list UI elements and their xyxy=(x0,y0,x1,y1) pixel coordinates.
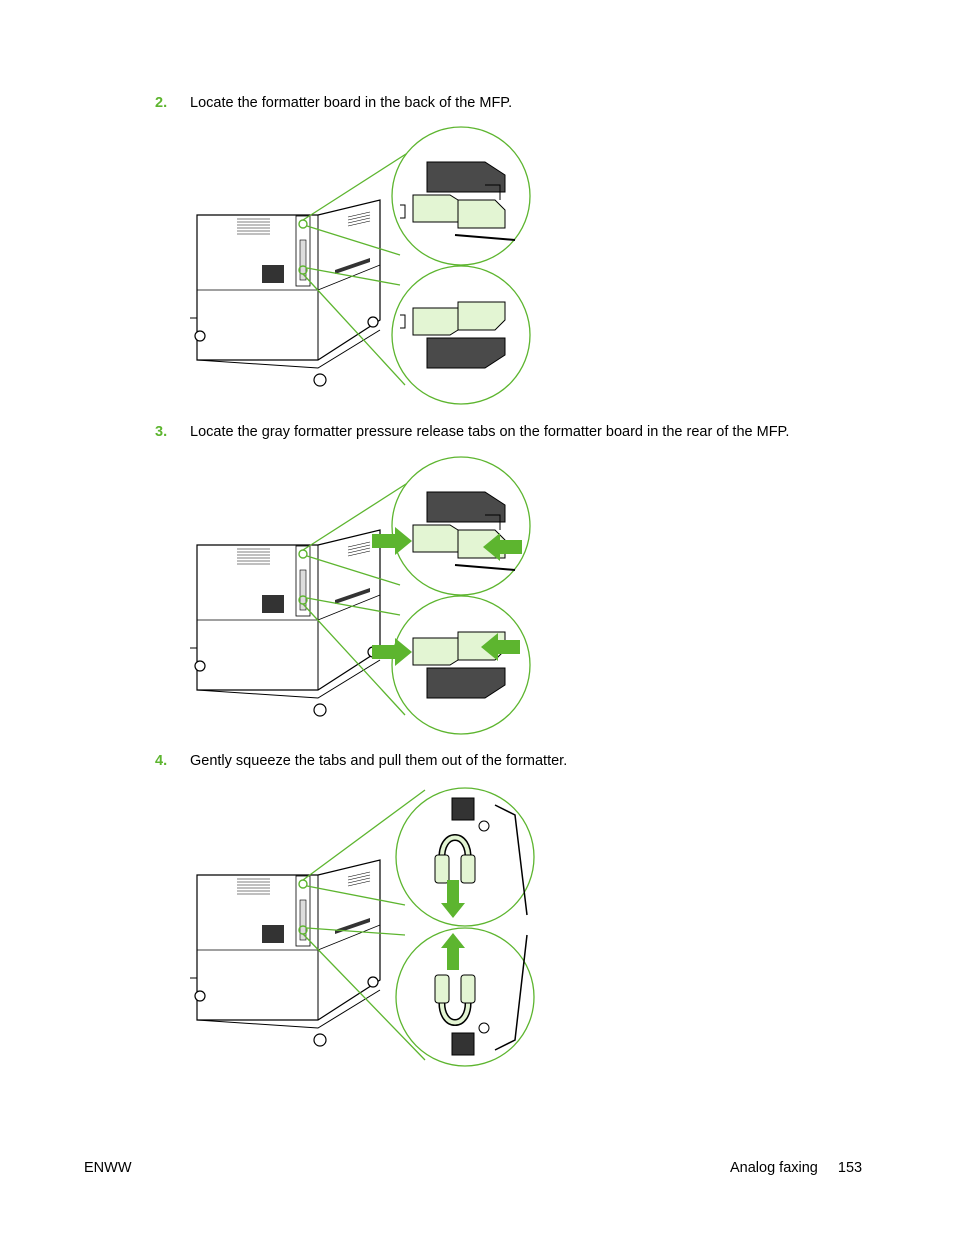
step-text: Locate the formatter board in the back o… xyxy=(190,95,513,111)
arrow-right-icon xyxy=(372,527,412,555)
arrow-down-icon xyxy=(441,880,465,918)
arrow-left-icon xyxy=(481,633,520,661)
step-number: 3. xyxy=(155,424,168,440)
arrow-left-icon xyxy=(483,533,522,561)
arrow-right-icon xyxy=(372,638,412,666)
footer-left: ENWW xyxy=(84,1160,132,1176)
arrow-up-icon xyxy=(441,933,465,970)
page-number: 153 xyxy=(837,1160,863,1176)
footer-right: Analog faxing 153 xyxy=(730,1159,862,1177)
step-text: Locate the gray formatter pressure relea… xyxy=(190,424,790,440)
step-text: Gently squeeze the tabs and pull them ou… xyxy=(190,753,568,769)
footer-section: Analog faxing xyxy=(730,1160,818,1176)
step-number: 2. xyxy=(155,95,168,111)
step-number: 4. xyxy=(155,753,168,769)
